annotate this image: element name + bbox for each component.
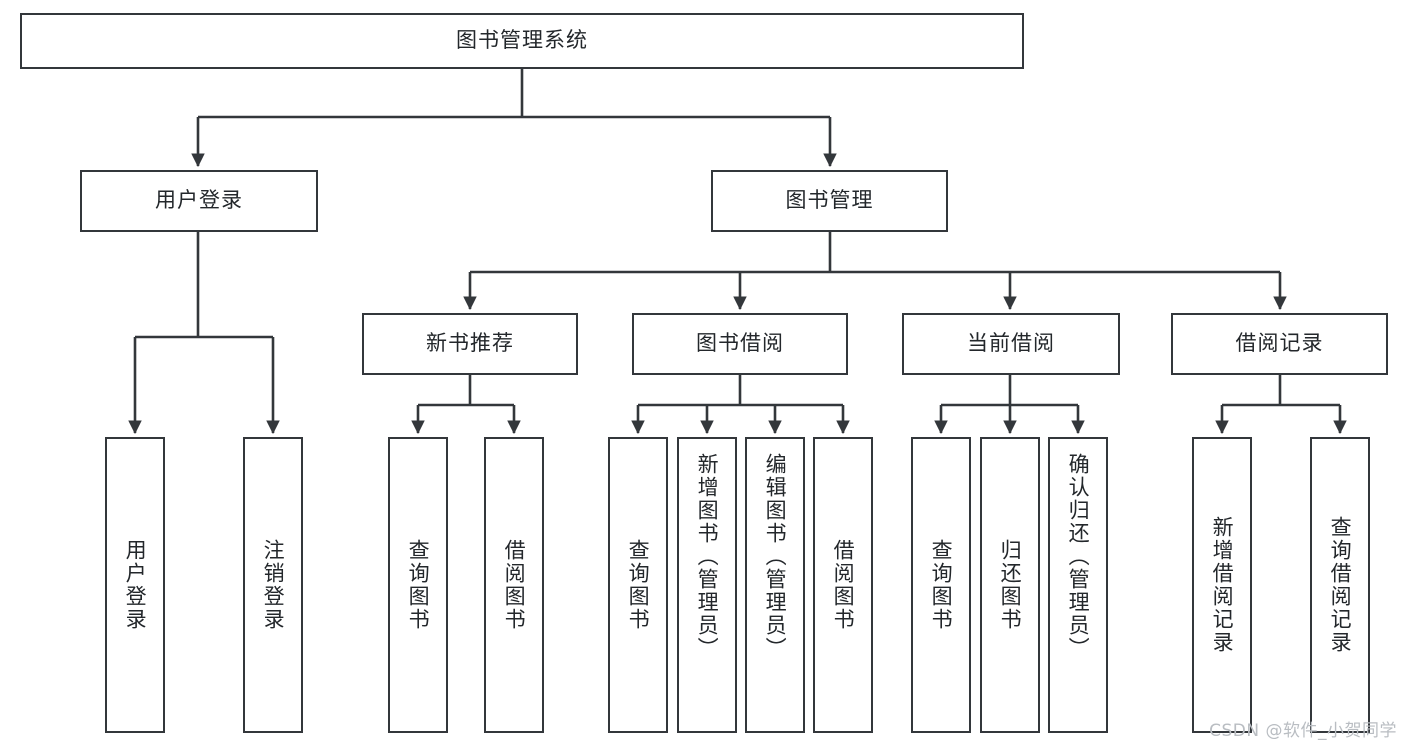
node-label: 新增图书（管理员）	[695, 453, 720, 660]
node-leaf-query-book-3[interactable]: 查询图书	[911, 437, 971, 733]
node-borrow-record[interactable]: 借阅记录	[1171, 313, 1388, 375]
csdn-watermark: CSDN @软件_小贺同学	[1209, 721, 1397, 741]
node-leaf-return-book[interactable]: 归还图书	[980, 437, 1040, 733]
node-label: 借阅记录	[1235, 331, 1324, 356]
node-leaf-user-login[interactable]: 用户登录	[105, 437, 165, 733]
node-leaf-borrow-book-1[interactable]: 借阅图书	[484, 437, 544, 733]
node-leaf-add-book[interactable]: 新增图书（管理员）	[677, 437, 737, 733]
node-leaf-confirm-return[interactable]: 确认归还（管理员）	[1048, 437, 1108, 733]
node-label: 借阅图书	[831, 539, 856, 631]
node-leaf-logout-login[interactable]: 注销登录	[243, 437, 303, 733]
node-label: 当前借阅	[967, 331, 1055, 356]
node-label: 图书管理	[785, 188, 874, 213]
node-label: 图书借阅	[696, 331, 784, 356]
node-leaf-add-record[interactable]: 新增借阅记录	[1192, 437, 1252, 733]
node-leaf-edit-book[interactable]: 编辑图书（管理员）	[745, 437, 805, 733]
node-label: 用户登录	[123, 539, 148, 631]
node-leaf-query-book-2[interactable]: 查询图书	[608, 437, 668, 733]
node-label: 图书管理系统	[456, 28, 588, 53]
node-book-management-system[interactable]: 图书管理系统	[20, 13, 1024, 69]
node-label: 查询借阅记录	[1328, 516, 1353, 654]
node-current-borrow[interactable]: 当前借阅	[902, 313, 1120, 375]
node-leaf-query-book-1[interactable]: 查询图书	[388, 437, 448, 733]
node-label: 注销登录	[261, 539, 286, 631]
node-label: 确认归还（管理员）	[1066, 453, 1091, 660]
node-new-book-recommend[interactable]: 新书推荐	[362, 313, 578, 375]
node-label: 借阅图书	[502, 539, 527, 631]
node-label: 新增借阅记录	[1210, 516, 1235, 654]
node-book-borrow[interactable]: 图书借阅	[632, 313, 848, 375]
node-book-manage[interactable]: 图书管理	[711, 170, 948, 232]
node-leaf-borrow-book-2[interactable]: 借阅图书	[813, 437, 873, 733]
node-label: 用户登录	[155, 188, 243, 213]
node-label: 查询图书	[929, 539, 954, 631]
node-label: 新书推荐	[426, 331, 514, 356]
node-leaf-query-record[interactable]: 查询借阅记录	[1310, 437, 1370, 733]
node-label: 查询图书	[406, 539, 431, 631]
node-label: 编辑图书（管理员）	[763, 453, 788, 660]
node-user-login[interactable]: 用户登录	[80, 170, 318, 232]
node-label: 归还图书	[998, 539, 1023, 631]
node-label: 查询图书	[626, 539, 651, 631]
